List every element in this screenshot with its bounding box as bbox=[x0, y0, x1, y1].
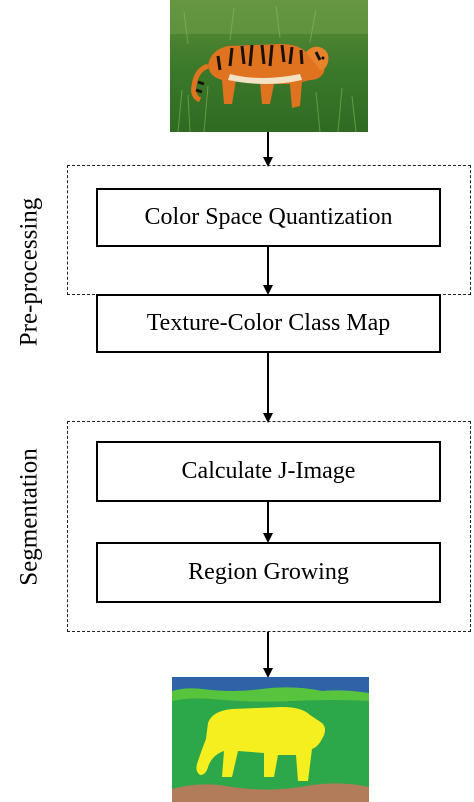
step-region-growing: Region Growing bbox=[96, 542, 441, 603]
region-lime bbox=[172, 687, 369, 702]
input-tiger-photo bbox=[170, 0, 368, 132]
segmentation-map-graphic bbox=[172, 677, 369, 802]
tiger-photo-graphic bbox=[170, 0, 368, 132]
preprocessing-stage-label: Pre-processing bbox=[15, 197, 43, 347]
segmentation-stage-label: Segmentation bbox=[15, 448, 43, 586]
region-blue bbox=[172, 677, 369, 693]
step-texture-color-class-map: Texture-Color Class Map bbox=[96, 294, 441, 353]
step-color-space-quantization: Color Space Quantization bbox=[96, 188, 441, 247]
step-calculate-j-image: Calculate J-Image bbox=[96, 441, 441, 502]
region-yellow bbox=[196, 707, 325, 781]
output-segmentation-map bbox=[172, 677, 369, 802]
region-brown bbox=[172, 783, 369, 802]
